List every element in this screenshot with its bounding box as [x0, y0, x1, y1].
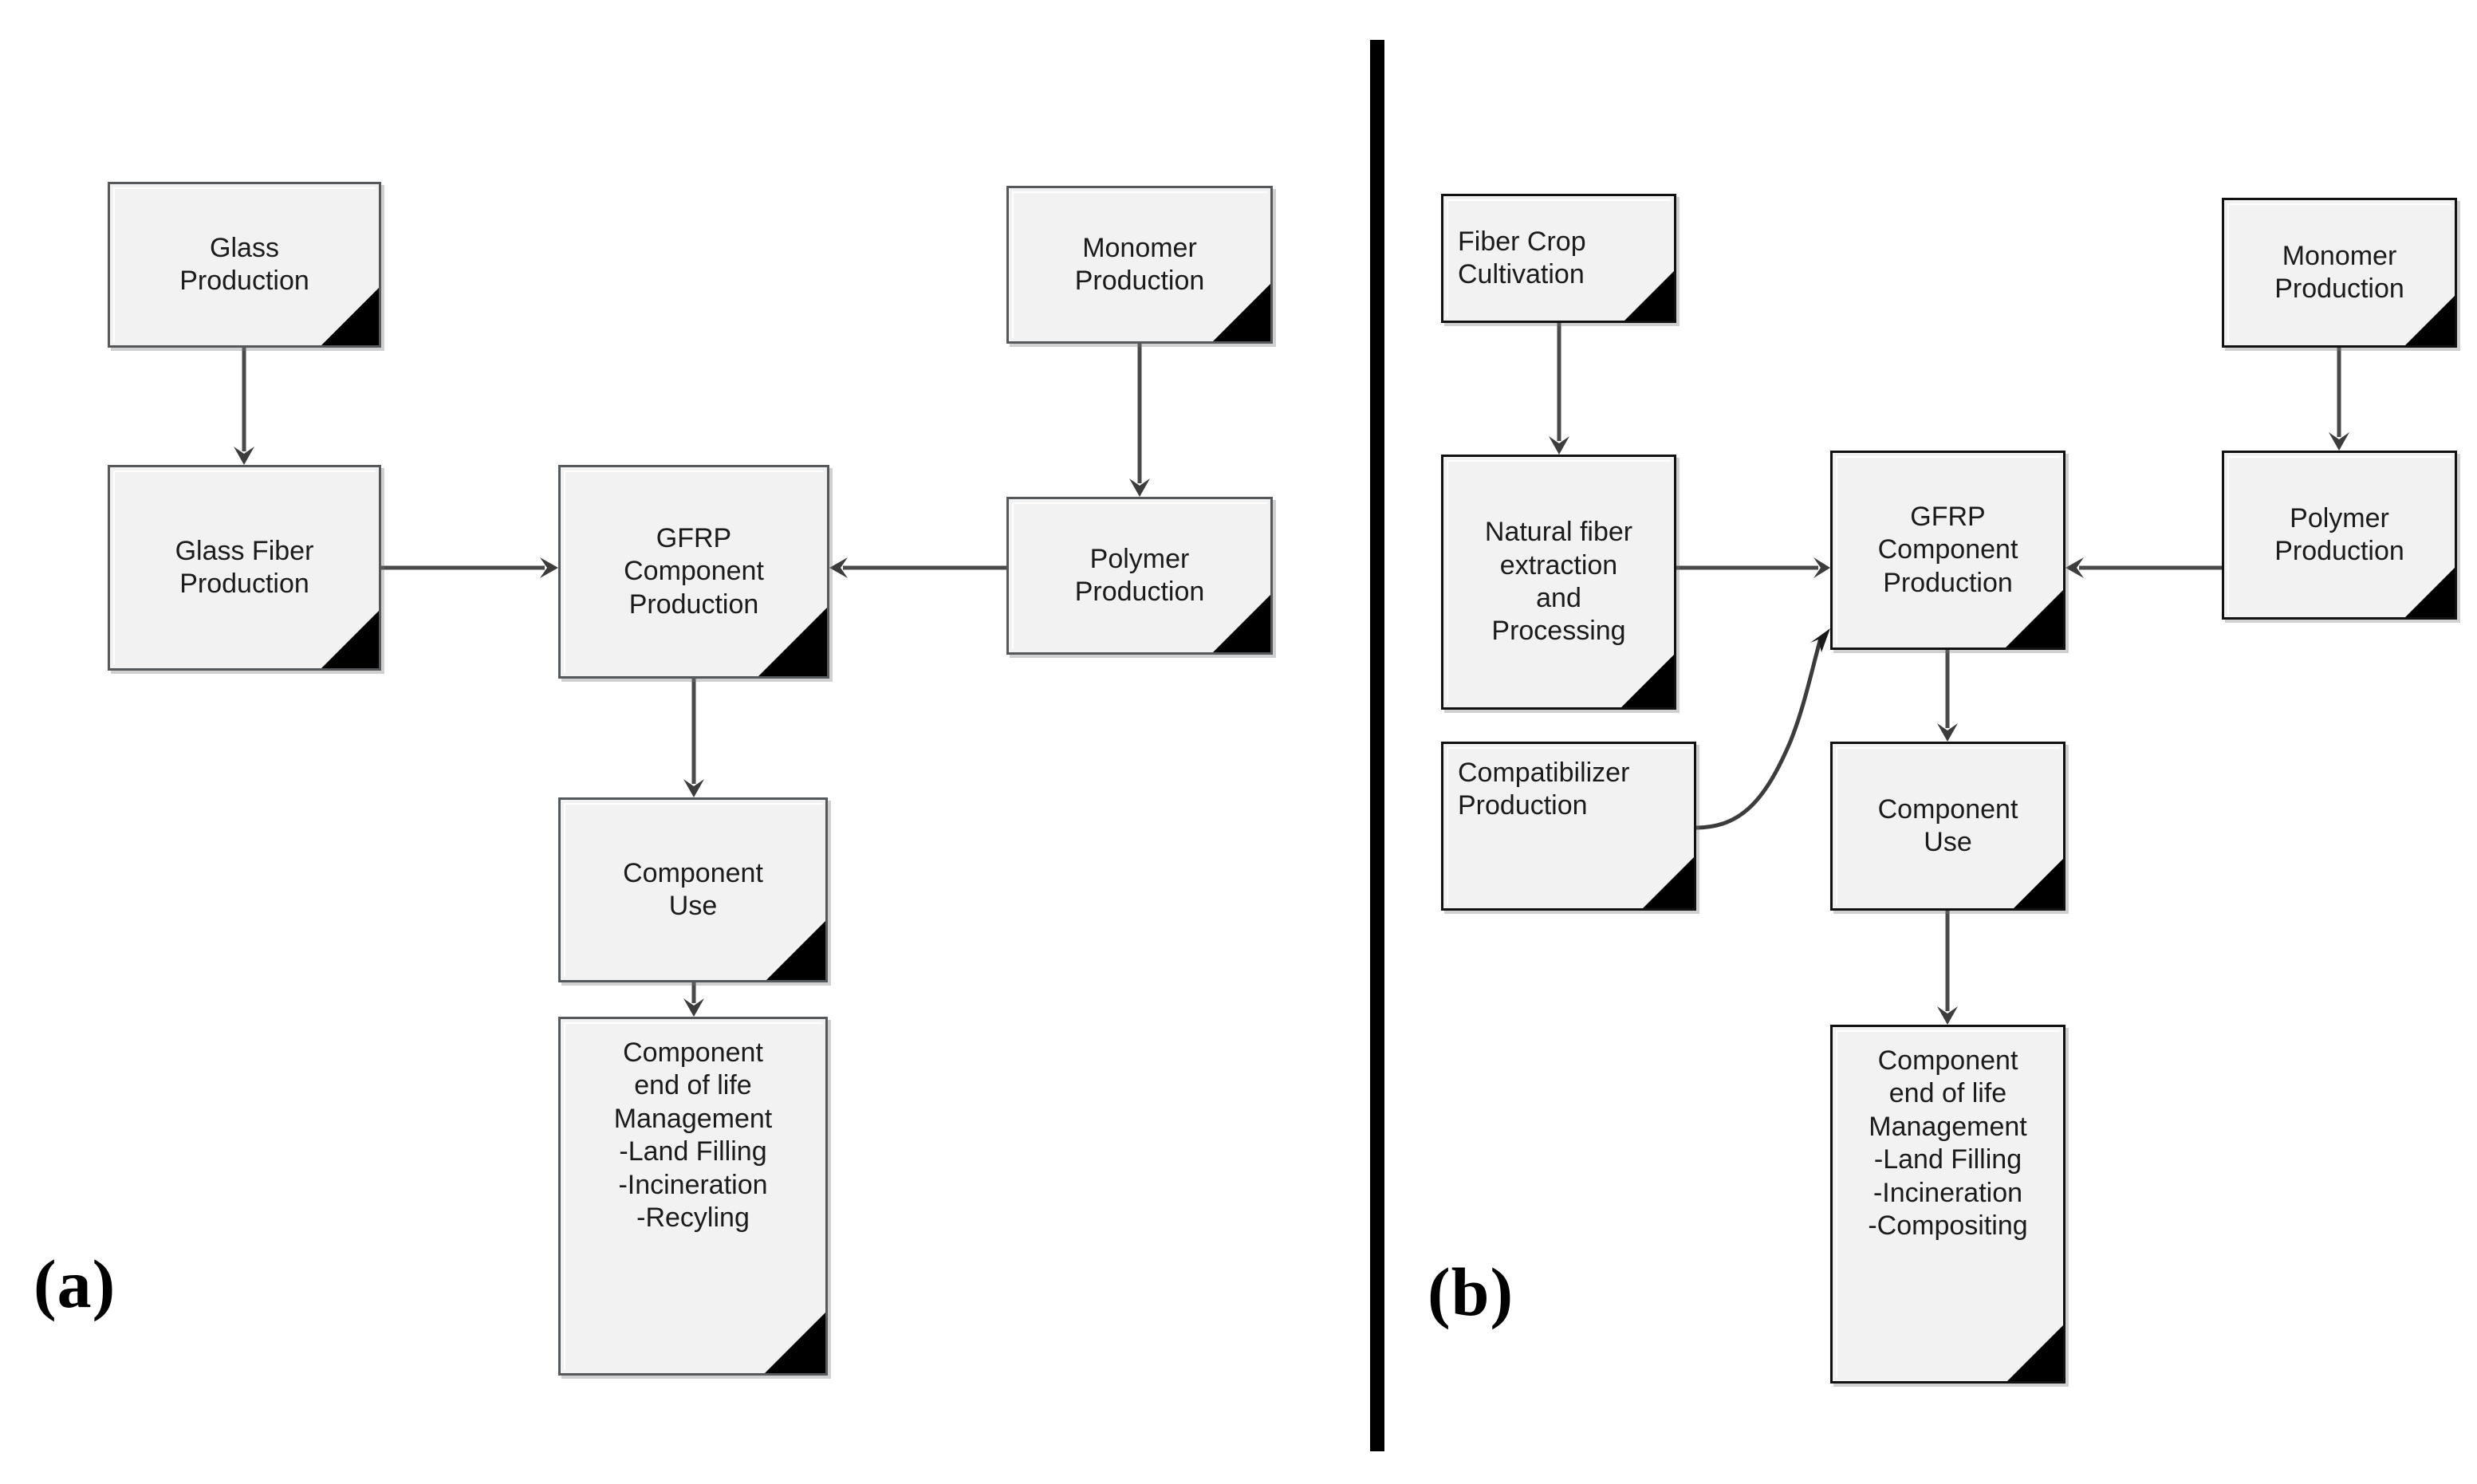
node-label: Component end of life Management -Land F… — [613, 1037, 773, 1234]
folded-corner-icon — [321, 611, 379, 668]
edge-monomer-to-polymer — [1129, 344, 1150, 497]
edge-fibercrop-to-extraction — [1549, 323, 1569, 455]
edge-monomer-to-polymer-b — [2329, 348, 2349, 451]
node-polymer-production-b[interactable]: Polymer Production — [2222, 451, 2457, 620]
node-label: Polymer Production — [1074, 543, 1205, 607]
node-component-use-b[interactable]: Component Use — [1830, 742, 2065, 911]
folded-corner-icon — [2405, 296, 2455, 345]
edge-polymer-to-gfrp-b — [2065, 557, 2222, 578]
node-compatibilizer-production[interactable]: Compatibilizer Production — [1441, 742, 1696, 911]
folded-corner-icon — [1213, 284, 1270, 341]
folded-corner-icon — [1643, 857, 1694, 908]
folded-corner-icon — [1624, 271, 1674, 321]
node-component-use-a[interactable]: Component Use — [558, 797, 828, 982]
node-label: GFRP Component Production — [1877, 501, 2018, 598]
node-label: Monomer Production — [2274, 240, 2404, 304]
folded-corner-icon — [765, 1313, 825, 1373]
node-label: Component end of life Management -Land F… — [1868, 1045, 2028, 1242]
node-label: Glass Production — [179, 232, 309, 296]
folded-corner-icon — [321, 288, 379, 345]
node-polymer-production-a[interactable]: Polymer Production — [1006, 497, 1273, 655]
node-label: Compatibilizer Production — [1458, 758, 1630, 821]
node-gfrp-component-production-a[interactable]: GFRP Component Production — [558, 465, 829, 679]
node-glass-production[interactable]: Glass Production — [108, 182, 381, 348]
node-label: Monomer Production — [1074, 232, 1205, 296]
node-monomer-production-a[interactable]: Monomer Production — [1006, 186, 1273, 344]
edge-compatibilizer-to-gfrp — [1695, 628, 1830, 830]
panel-letter-a: (a) — [33, 1246, 116, 1322]
edge-use-to-eol — [683, 982, 704, 1017]
folded-corner-icon — [2405, 568, 2455, 617]
edge-glassfiber-to-gfrp — [381, 557, 558, 578]
edge-use-to-eol-b — [1937, 911, 1958, 1025]
node-label: GFRP Component Production — [624, 522, 764, 620]
edge-extraction-to-gfrp — [1676, 557, 1830, 578]
folded-corner-icon — [758, 608, 827, 676]
node-natural-fiber-extraction[interactable]: Natural fiber extraction and Processing — [1441, 455, 1676, 710]
node-label: Fiber Crop Cultivation — [1458, 226, 1586, 289]
folded-corner-icon — [766, 921, 825, 980]
node-label: Glass Fiber Production — [175, 535, 314, 599]
node-monomer-production-b[interactable]: Monomer Production — [2222, 198, 2457, 348]
folded-corner-icon — [2007, 1325, 2063, 1381]
folded-corner-icon — [1213, 595, 1270, 652]
node-gfrp-component-production-b[interactable]: GFRP Component Production — [1830, 451, 2065, 650]
edge-polymer-to-gfrp — [829, 557, 1006, 578]
panel-letter-b: (b) — [1428, 1254, 1514, 1330]
node-label: Component Use — [1877, 793, 2018, 857]
folded-corner-icon — [1621, 655, 1674, 707]
node-label: Component Use — [623, 857, 763, 921]
node-component-end-of-life-a[interactable]: Component end of life Management -Land F… — [558, 1017, 828, 1376]
edge-gfrp-to-use — [683, 679, 704, 797]
edge-gfrp-to-use-b — [1937, 650, 1958, 742]
node-glass-fiber-production[interactable]: Glass Fiber Production — [108, 465, 381, 671]
folded-corner-icon — [2014, 859, 2063, 908]
folded-corner-icon — [2006, 590, 2063, 648]
node-label: Natural fiber extraction and Processing — [1484, 517, 1633, 647]
node-label: Polymer Production — [2274, 502, 2404, 566]
panel-divider — [1370, 40, 1384, 1451]
node-fiber-crop-cultivation[interactable]: Fiber Crop Cultivation — [1441, 194, 1676, 323]
edge-glass-to-glassfiber — [234, 348, 254, 465]
node-component-end-of-life-b[interactable]: Component end of life Management -Land F… — [1830, 1025, 2065, 1384]
